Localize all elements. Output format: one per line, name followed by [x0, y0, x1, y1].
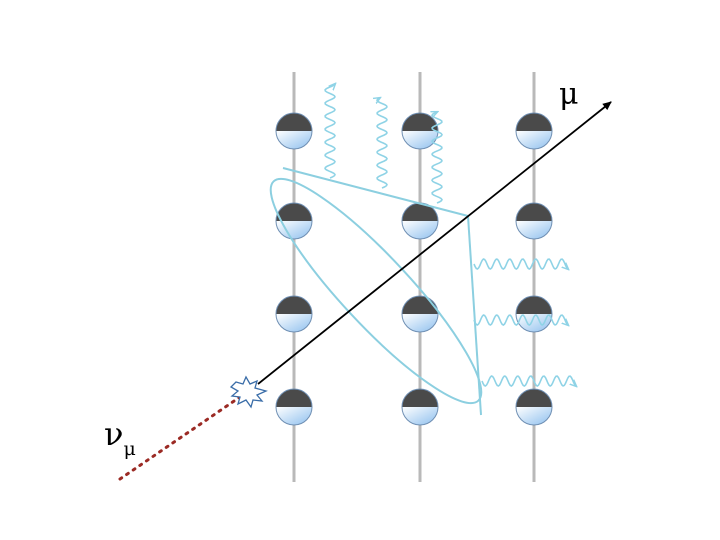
optical-module-icon: [515, 388, 553, 426]
muon-track: [257, 101, 612, 385]
optical-module-icon: [275, 295, 313, 333]
photon-emissions: [324, 84, 576, 386]
cone-ellipse: [269, 177, 483, 405]
muon-label: μ: [559, 77, 579, 112]
wavy-photon-icon: [481, 375, 576, 386]
optical-module-icon: [515, 202, 553, 240]
cone-edge-lower: [467, 215, 482, 416]
wavy-photon-icon: [377, 98, 388, 189]
wavy-photon-icon: [324, 84, 335, 179]
wavy-photon-icon: [432, 112, 443, 204]
interaction-star-icon: [229, 375, 268, 409]
wavy-photon-icon: [473, 314, 568, 325]
neutrino-label-subscript: μ: [123, 438, 135, 460]
optical-modules: [275, 112, 553, 426]
optical-module-icon: [275, 202, 313, 240]
optical-module-icon: [515, 112, 553, 150]
optical-module-icon: [275, 112, 313, 150]
optical-module-icon: [401, 202, 439, 240]
neutrino-label: νμ: [104, 415, 136, 460]
wavy-photon-icon: [473, 258, 568, 269]
optical-module-icon: [401, 388, 439, 426]
optical-module-icon: [275, 388, 313, 426]
optical-module-icon: [401, 295, 439, 333]
neutrino-label-symbol: ν: [104, 415, 123, 453]
neutrino-path: [118, 395, 242, 481]
cherenkov-cone: [269, 167, 483, 416]
optical-module-icon: [401, 112, 439, 150]
optical-module-icon: [515, 295, 553, 333]
cone-edge-upper: [282, 167, 469, 217]
